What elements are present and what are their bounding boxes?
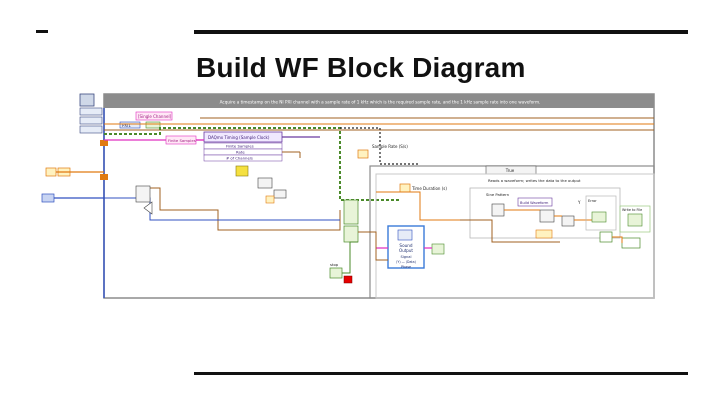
slide-title: Build WF Block Diagram [196, 52, 526, 83]
top-title-rule [194, 30, 688, 34]
stop-icon [343, 275, 353, 284]
waveform-node-1[interactable] [491, 203, 505, 217]
sound-out-terminal[interactable] [431, 243, 445, 255]
wire-brown-right [460, 219, 560, 243]
sub-vi-node[interactable] [257, 177, 273, 189]
channel-control-icon[interactable] [79, 107, 103, 116]
loop-header-banner [104, 94, 654, 108]
string-constant[interactable] [135, 111, 173, 121]
build-waveform-label: Build Waveform [520, 201, 549, 205]
string-constant-label: [Single Channel] [138, 114, 172, 119]
bottom-rule [194, 372, 688, 375]
bundle-node[interactable] [343, 199, 359, 225]
bundle-node-2[interactable] [343, 225, 359, 243]
write-file-block [619, 205, 651, 233]
sound-output-icon [397, 229, 413, 241]
error-wire-2 [340, 127, 420, 165]
channel-dropdown-label: PXI1 [122, 123, 131, 128]
sine-pattern-label: Sine Pattern [486, 192, 510, 197]
channel-name-terminal[interactable] [41, 193, 55, 203]
triangle-icon [143, 201, 153, 215]
sample-mode-label: Finite Samples [168, 138, 196, 143]
loop-header-text: Acquire a timestamp on the NI PXI channe… [220, 100, 541, 105]
wire-brown-sound [358, 231, 388, 261]
build-array-node[interactable] [135, 185, 151, 203]
sound-block-line3: (Y) — (Data) [396, 260, 416, 264]
channel-control-icon-2[interactable] [79, 116, 103, 125]
sound-block-line4: Phase [401, 265, 411, 269]
run-arrow-icon[interactable] [79, 93, 95, 107]
wire-orange-right-2 [612, 236, 623, 243]
sound-block-title: Sound [399, 243, 413, 248]
waveform-node-3[interactable] [561, 215, 575, 227]
wf-out-label: Y [577, 200, 581, 205]
sample-rate-terminal[interactable] [357, 149, 369, 159]
waveform-node-2[interactable] [539, 209, 555, 223]
write-file-label: Write to File [622, 208, 642, 212]
numeric-constant-2[interactable] [265, 195, 275, 204]
error-cluster-block [585, 195, 617, 231]
sample-rate-label: Sample Rate (S/s) [372, 144, 408, 149]
wire-orange-case [376, 191, 460, 221]
shift-register-left-2 [100, 174, 108, 180]
wire-green-stop [342, 241, 358, 274]
chart-indicator-1[interactable] [599, 231, 613, 243]
channel-dropdown[interactable] [119, 121, 141, 129]
wf-constant[interactable] [535, 229, 553, 239]
write-file-node[interactable] [627, 213, 643, 227]
numeric-constant[interactable] [45, 167, 57, 177]
build-waveform-node[interactable] [517, 197, 553, 207]
error-in-terminal[interactable] [145, 121, 161, 129]
labview-block-diagram-screenshot: Acquire a timestamp on the NI PXI channe… [40, 92, 656, 300]
sub-vi-node-2[interactable] [273, 189, 287, 199]
timing-item-3-label: # of Channels [226, 156, 253, 161]
wire-brown-merge [140, 187, 341, 231]
stop-label: stop [330, 262, 339, 267]
sound-block-line1: Output [399, 248, 413, 253]
error-wire [104, 127, 400, 201]
sample-mode-icon[interactable] [79, 125, 103, 134]
time-duration-label: Time Duration (s) [411, 186, 447, 191]
timing-item-2-label: Rate [236, 150, 245, 155]
stop-button-terminal[interactable] [329, 267, 343, 279]
timing-item-1-label: Finite Samples [226, 144, 254, 149]
timing-item-3[interactable] [203, 154, 283, 162]
shift-register-left [100, 140, 108, 146]
case-selector-label: True [505, 168, 515, 173]
chart-indicator-2[interactable] [621, 237, 641, 249]
error-cluster-label: Error [588, 199, 597, 203]
sound-block-line2: Signal [400, 255, 411, 259]
error-node[interactable] [591, 211, 607, 223]
express-vi-node[interactable] [235, 165, 249, 177]
time-duration-terminal[interactable] [399, 183, 411, 193]
daqmx-node-label: DAQmx Timing (Sample Clock) [208, 135, 270, 140]
inner-loop-caption: Reads a waveform; writes the data to the… [488, 178, 581, 183]
top-left-accent-bar [36, 30, 48, 33]
